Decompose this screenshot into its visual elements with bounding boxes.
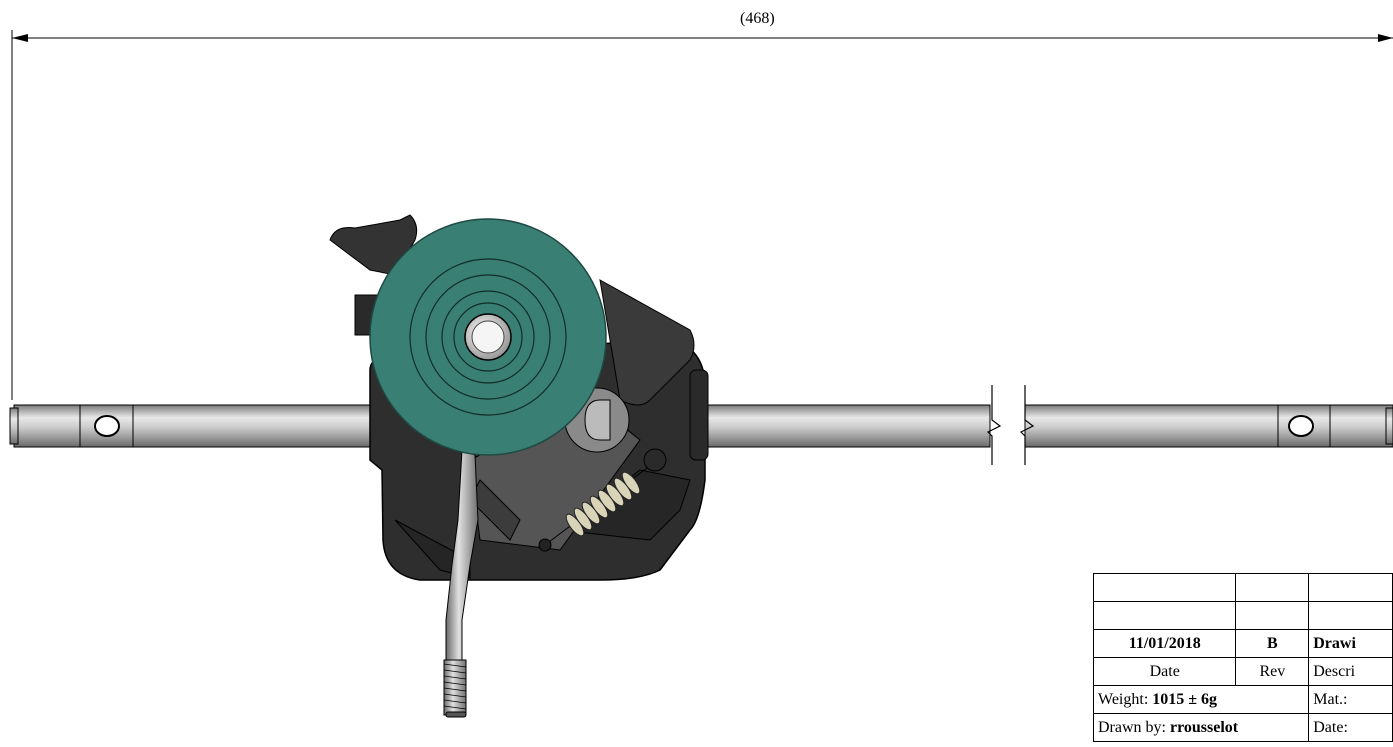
axle-shaft <box>9 385 1393 465</box>
revision-description: Drawi <box>1308 629 1393 658</box>
break-line-right <box>1019 385 1035 465</box>
title-block: 11/01/2018 B Drawi Date Rev Descri Weigh… <box>1093 573 1393 747</box>
revision-row-empty-2-date <box>1093 601 1237 630</box>
shaft-pin-hole-left <box>94 415 120 437</box>
revision-row-empty-1-desc <box>1308 573 1393 602</box>
dimension-arrow-left <box>12 34 28 42</box>
description-column-header: Descri <box>1308 657 1393 686</box>
break-line-left <box>986 385 1002 465</box>
drawn-by-label: Drawn by: <box>1098 718 1170 736</box>
lever-rod <box>443 449 479 718</box>
revision-letter: B <box>1235 629 1310 658</box>
date-label: Date: <box>1290 713 1375 742</box>
weight-value: 1015 ± 6g <box>1152 690 1218 708</box>
revision-row-empty-1-date <box>1093 573 1237 602</box>
weight-label: Weight: <box>1098 690 1153 708</box>
rev-column-header: Rev <box>1235 657 1310 686</box>
overall-dimension <box>11 30 1393 400</box>
material-label: Mat.: <box>1308 685 1393 714</box>
drawn-by-value: rrousselot <box>1169 718 1239 736</box>
dimension-arrow-right <box>1378 34 1393 42</box>
date-column-header: Date <box>1093 657 1237 686</box>
drawn-by-cell: Drawn by: rrousselot <box>1093 713 1309 742</box>
drive-pulley <box>369 218 607 456</box>
weight-cell: Weight: 1015 ± 6g <box>1093 685 1310 714</box>
overall-length-label: (468) <box>740 10 775 27</box>
revision-row-empty-2-rev <box>1235 601 1310 630</box>
revision-row-empty-1-rev <box>1235 573 1310 602</box>
shaft-pin-hole-right <box>1288 415 1314 437</box>
tension-spring <box>538 448 667 552</box>
revision-row-empty-2-desc <box>1308 601 1393 630</box>
revision-date: 11/01/2018 <box>1093 629 1237 658</box>
